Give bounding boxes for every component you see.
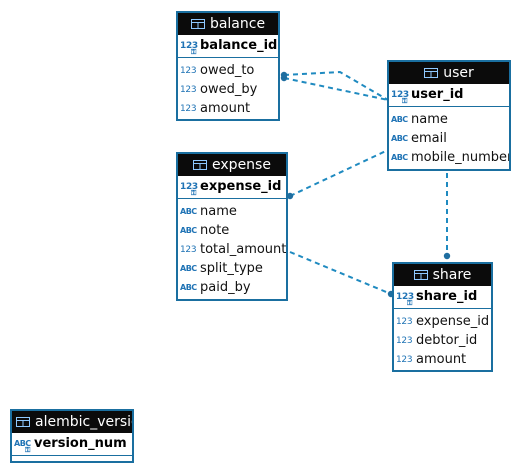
primary-key-row[interactable]: 123⚿expense_id <box>178 176 286 199</box>
text-type-icon: ABC <box>180 283 197 292</box>
numeric-type-icon: 123 <box>396 336 413 346</box>
numeric-type-icon: 123 <box>180 85 197 95</box>
text-type-icon: ABC <box>180 264 197 273</box>
column-name: owed_to <box>200 63 255 78</box>
numeric-key-icon: 123⚿ <box>180 41 198 56</box>
column-name: paid_by <box>200 280 251 295</box>
relation-share-expense <box>289 251 392 295</box>
text-type-icon: ABC <box>180 226 197 235</box>
table-header[interactable]: share <box>394 264 491 286</box>
numeric-type-icon: 123 <box>180 245 197 255</box>
relation-balance-owed-by-user <box>283 77 389 101</box>
column-name: name <box>200 204 237 219</box>
table-alembic-version[interactable]: alembic_version ABC⚿version_num <box>10 409 134 463</box>
numeric-key-icon: 123⚿ <box>180 182 198 197</box>
table-title: user <box>443 65 474 81</box>
table-title: expense <box>212 157 271 173</box>
table-icon <box>190 19 205 29</box>
relation-expense-paid-by-user <box>289 149 389 197</box>
primary-key-row[interactable]: 123⚿share_id <box>394 286 491 309</box>
numeric-key-icon: 123⚿ <box>391 90 409 105</box>
primary-key-row[interactable]: ABC⚿version_num <box>12 433 132 456</box>
relation-balance-owed-to-user <box>283 70 389 101</box>
text-type-icon: ABC <box>180 207 197 216</box>
pk-column-name: user_id <box>411 87 464 102</box>
pk-column-name: expense_id <box>200 179 282 194</box>
table-icon <box>193 160 208 170</box>
table-icon <box>424 68 439 78</box>
table-icon <box>413 270 428 280</box>
text-type-icon: ABC <box>391 134 408 143</box>
text-key-icon: ABC⚿ <box>14 439 31 454</box>
column-name: mobile_number <box>411 150 511 165</box>
table-title: alembic_version <box>35 414 132 430</box>
primary-key-row[interactable]: 123⚿balance_id <box>178 35 278 58</box>
text-type-icon: ABC <box>391 153 408 162</box>
column-name: split_type <box>200 261 263 276</box>
table-title: share <box>432 267 472 283</box>
table-header[interactable]: expense <box>178 154 286 176</box>
column-name: note <box>200 223 230 238</box>
column-name: name <box>411 112 448 127</box>
table-icon <box>16 417 30 427</box>
fk-dot-balance-owed-by <box>280 74 288 82</box>
numeric-type-icon: 123 <box>396 355 413 365</box>
pk-column-name: balance_id <box>200 38 278 53</box>
pk-column-name: share_id <box>416 289 478 304</box>
primary-key-row[interactable]: 123⚿user_id <box>389 84 509 107</box>
numeric-type-icon: 123 <box>180 104 197 114</box>
table-header[interactable]: balance <box>178 13 278 35</box>
fk-dot-expense-pk <box>286 192 294 200</box>
numeric-key-icon: 123⚿ <box>396 292 414 307</box>
column-name: email <box>411 131 447 146</box>
column-name: expense_id <box>416 314 490 329</box>
text-type-icon: ABC <box>391 115 408 124</box>
numeric-type-icon: 123 <box>396 317 413 327</box>
column-name: total_amount <box>200 242 287 257</box>
column-name: owed_by <box>200 82 258 97</box>
fk-dot-share-user <box>443 252 451 260</box>
column-name: amount <box>416 352 467 367</box>
table-title: balance <box>209 16 266 32</box>
table-header[interactable]: alembic_version <box>12 411 132 433</box>
column-name: amount <box>200 101 251 116</box>
table-header[interactable]: user <box>389 62 509 84</box>
column-name: debtor_id <box>416 333 478 348</box>
numeric-type-icon: 123 <box>180 66 197 76</box>
pk-column-name: version_num <box>34 436 127 451</box>
